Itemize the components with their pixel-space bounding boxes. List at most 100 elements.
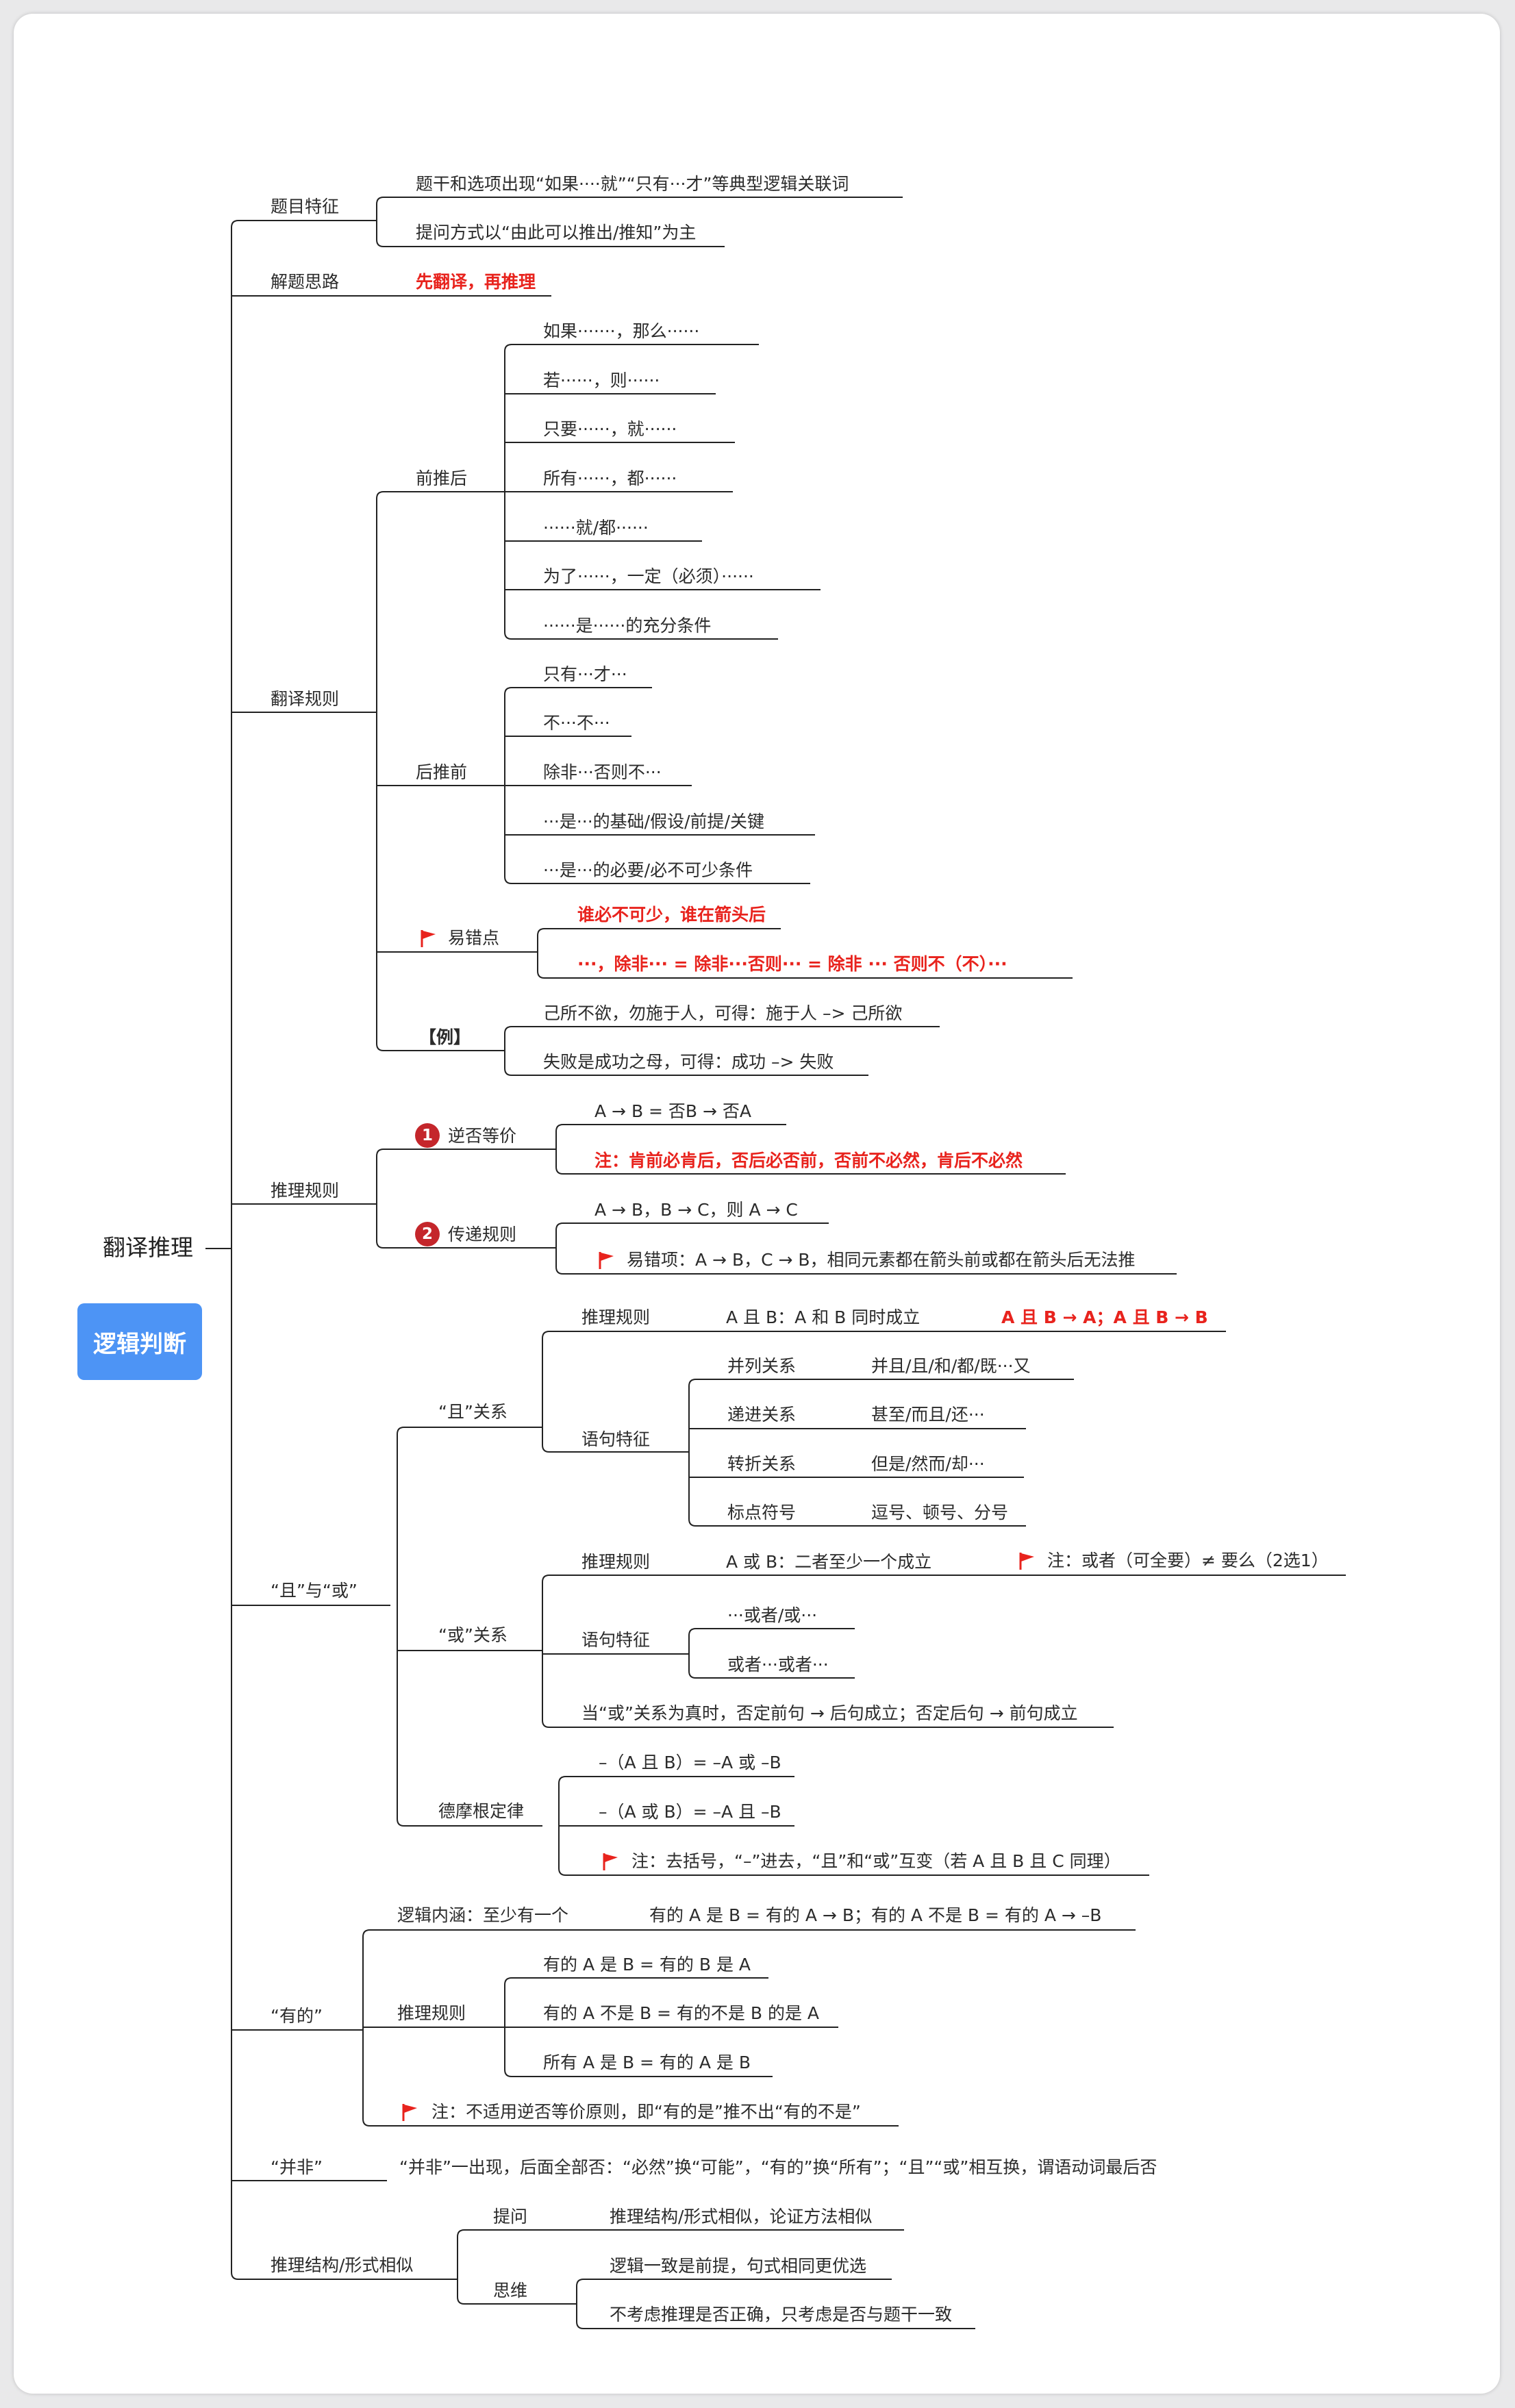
branch-reasoning[interactable]: 推理规则 [271, 1181, 340, 1201]
or-feature[interactable]: ···或者/或··· [727, 1605, 818, 1625]
contra-item[interactable]: A → B = 否B → 否A [594, 1101, 752, 1121]
translate-forward[interactable]: 前推后 [416, 468, 468, 488]
connector [504, 344, 512, 352]
connector [555, 1166, 564, 1175]
and-feature-key[interactable]: 递进关系 [727, 1405, 797, 1425]
reasoning-transit[interactable]: 传递规则 [448, 1225, 517, 1244]
and-feature-key[interactable]: 并列关系 [727, 1356, 797, 1376]
or-rule-label[interactable]: 推理规则 [581, 1552, 651, 1572]
backward-item[interactable]: ···是···的必要/必不可少条件 [543, 860, 753, 880]
and-feature-value[interactable]: 甚至/而且/还··· [871, 1405, 985, 1425]
translate-example[interactable]: 【例】 [419, 1027, 471, 1047]
branch-translate[interactable]: 翻译规则 [271, 689, 340, 709]
or-feature[interactable]: 或者···或者··· [727, 1655, 829, 1675]
backward-item[interactable]: 除非···否则不··· [543, 762, 662, 782]
transit-item[interactable]: 易错项：A → B，C → B，相同元素都在箭头前或都在箭头后无法推 [627, 1250, 1136, 1270]
branch-feature[interactable]: 题目特征 [271, 197, 340, 216]
demorgan-item[interactable]: 注：去括号，“–”进去，“且”和“或”互变（若 A 且 B 且 C 同理） [631, 1851, 1121, 1871]
and-feature-value[interactable]: 并且/且/和/都/既···又 [871, 1356, 1031, 1376]
error-item[interactable]: ···，除非··· = 除非···否则··· = 除非 ··· 否则不（不）··… [577, 954, 1007, 974]
connector [376, 1043, 384, 1051]
number-badge: 2 [415, 1222, 440, 1246]
flag-icon [1019, 1553, 1034, 1570]
root-title[interactable]: 翻译推理 [103, 1234, 193, 1261]
demorgan-item[interactable]: –（A 且 B）= –A 或 –B [599, 1753, 781, 1772]
transit-item[interactable]: A → B，B → C，则 A → C [594, 1200, 798, 1220]
and-feature-value[interactable]: 但是/然而/却··· [871, 1454, 985, 1474]
or-rule-note[interactable]: 注：或者（可全要）≠ 要么（2选1） [1047, 1551, 1329, 1570]
connector [537, 928, 545, 936]
connector [362, 1929, 371, 1937]
structure-ask-value[interactable]: 推理结构/形式相似，论证方法相似 [610, 2207, 873, 2227]
structure-think-item[interactable]: 不考虑推理是否正确，只考虑是否与题干一致 [610, 2305, 953, 2324]
forward-item[interactable]: 只要······，就······ [543, 419, 677, 439]
structure-think-label[interactable]: 思维 [493, 2281, 528, 2300]
example-item[interactable]: 己所不欲，勿施于人，可得：施于人 –> 己所欲 [543, 1003, 903, 1023]
logic-judgment-button[interactable]: 逻辑判断 [77, 1303, 202, 1380]
demorgan-law[interactable]: 德摩根定律 [438, 1801, 525, 1821]
error-item[interactable]: 谁必不可少，谁在箭头后 [577, 905, 766, 925]
backward-item[interactable]: ···是···的基础/假设/前提/关键 [543, 812, 764, 831]
forward-item[interactable]: 为了······，一定（必须）······ [543, 566, 754, 586]
backward-item[interactable]: 不···不··· [543, 713, 610, 733]
connector [504, 1026, 512, 1034]
connector [537, 970, 545, 979]
contra-item[interactable]: 注：肯前必肯后，否后必否前，否前不必然，肯后不必然 [594, 1151, 1023, 1170]
and-relation[interactable]: “且”关系 [438, 1402, 508, 1422]
and-rule-note[interactable]: A 且 B → A；A 且 B → B [1001, 1307, 1208, 1327]
flag-icon [421, 930, 436, 947]
connector [555, 1222, 564, 1231]
forward-item[interactable]: 所有······，都······ [543, 468, 677, 488]
approach-value[interactable]: 先翻译，再推理 [416, 272, 536, 292]
some-rule[interactable]: 有的 A 是 B = 有的 B 是 A [543, 1955, 751, 1974]
connector [576, 2279, 584, 2287]
connector [376, 197, 384, 205]
and-feature-key[interactable]: 转折关系 [727, 1454, 797, 1474]
connector [376, 1240, 384, 1249]
or-rule-value[interactable]: A 或 B：二者至少一个成立 [726, 1552, 932, 1572]
or-truth[interactable]: 当“或”关系为真时，否定前句 → 后句成立；否定后句 → 前句成立 [581, 1703, 1078, 1723]
translate-error[interactable]: 易错点 [448, 928, 500, 948]
branch-andor[interactable]: “且”与“或” [271, 1581, 358, 1601]
translate-backward[interactable]: 后推前 [416, 762, 468, 782]
some-meaning-value[interactable]: 有的 A 是 B = 有的 A → B；有的 A 不是 B = 有的 A → –… [649, 1905, 1102, 1925]
some-rule-label[interactable]: 推理规则 [397, 2003, 466, 2023]
branch-approach[interactable]: 解题思路 [271, 272, 340, 292]
not-all-value[interactable]: “并非”一出现，后面全部否：“必然”换“可能”，“有的”换“所有”；“且”“或”… [399, 2157, 1157, 2177]
example-item[interactable]: 失败是成功之母，可得：成功 –> 失败 [543, 1052, 834, 1072]
some-rule[interactable]: 所有 A 是 B = 有的 A 是 B [543, 2053, 751, 2072]
forward-item[interactable]: ······就/都······ [543, 518, 649, 538]
or-relation[interactable]: “或”关系 [438, 1625, 508, 1645]
connector [542, 1720, 550, 1728]
and-feature-key[interactable]: 标点符号 [727, 1503, 797, 1522]
connector [231, 2272, 239, 2280]
some-rule[interactable]: 有的 A 不是 B = 有的不是 B 的是 A [543, 2003, 820, 2023]
connector [376, 1149, 384, 1157]
forward-item[interactable]: 如果·······，那么······ [543, 321, 700, 341]
feature-item[interactable]: 题干和选项出现“如果····就”“只有···才”等典型逻辑关联词 [416, 174, 849, 194]
some-meaning-label[interactable]: 逻辑内涵：至少有一个 [397, 1905, 569, 1925]
connector [542, 1444, 550, 1453]
and-rule-value[interactable]: A 且 B：A 和 B 同时成立 [726, 1307, 921, 1327]
flag-icon [603, 1853, 618, 1870]
number-badge: 1 [415, 1123, 440, 1148]
reasoning-contra[interactable]: 逆否等价 [448, 1126, 517, 1146]
some-note[interactable]: 注：不适用逆否等价原则，即“有的是”推不出“有的不是” [431, 2102, 861, 2122]
and-rule-label[interactable]: 推理规则 [581, 1307, 651, 1327]
and-sentence-label[interactable]: 语句特征 [581, 1429, 651, 1449]
structure-think-item[interactable]: 逻辑一致是前提，句式相同更优选 [610, 2256, 867, 2276]
branch-structure[interactable]: 推理结构/形式相似 [271, 2255, 414, 2275]
connector [504, 1977, 512, 1985]
and-feature-value[interactable]: 逗号、顿号、分号 [871, 1503, 1009, 1522]
forward-item[interactable]: 若······，则······ [543, 371, 660, 390]
forward-item[interactable]: ······是······的充分条件 [543, 616, 712, 636]
branch-some[interactable]: “有的” [271, 2006, 323, 2026]
branch-not-all[interactable]: “并非” [271, 2157, 323, 2177]
feature-item[interactable]: 提问方式以“由此可以推出/推知”为主 [416, 223, 697, 242]
connector [688, 1518, 697, 1527]
backward-item[interactable]: 只有···才··· [543, 664, 627, 684]
demorgan-item[interactable]: –（A 或 B）= –A 且 –B [599, 1802, 781, 1822]
or-sentence-label[interactable]: 语句特征 [581, 1630, 651, 1650]
structure-ask-label[interactable]: 提问 [493, 2207, 528, 2227]
